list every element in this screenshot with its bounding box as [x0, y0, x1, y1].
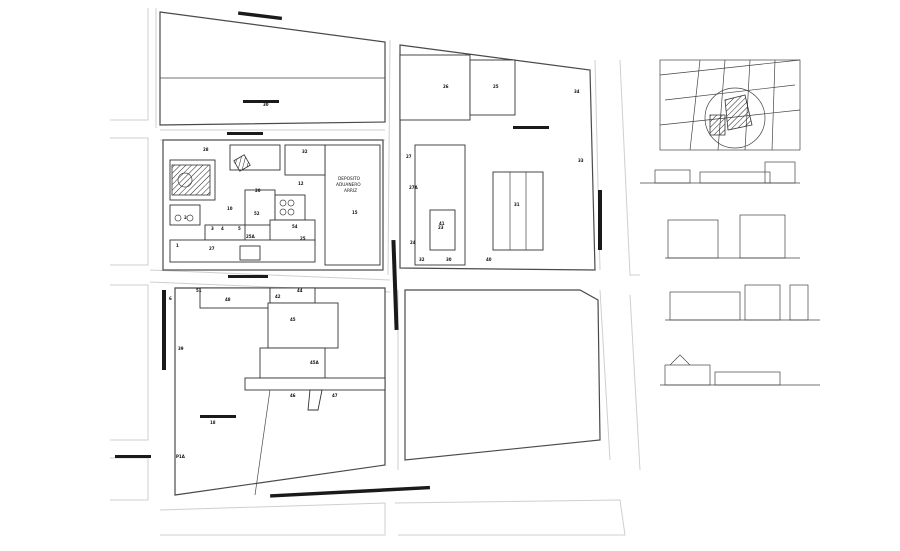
building-number: 54 [292, 224, 298, 229]
building-number: 32 [302, 149, 308, 154]
block-label: 18 [210, 420, 216, 425]
north-block: 30 [159, 11, 386, 126]
building-number: 52 [254, 211, 260, 216]
building-number: 46 [290, 393, 296, 398]
building-number: 30 [446, 257, 452, 262]
block-label: 30 [263, 102, 269, 107]
central-block: DEPOSITO ADUANERO ARRIZ [162, 132, 384, 278]
building-number: 12 [298, 181, 304, 186]
southeast-block [404, 289, 601, 461]
building-number: 31 [514, 202, 520, 207]
building-number: 26 [443, 84, 449, 89]
building-number: 25A [246, 234, 256, 239]
building-number: 51 [196, 288, 202, 293]
building-number: 2 [184, 215, 187, 220]
block-label: 39 [178, 346, 184, 351]
building-number: 1 [176, 243, 179, 248]
building-number: 34 [574, 89, 580, 94]
building-number: 10 [227, 206, 233, 211]
building-number: 45A [310, 360, 320, 365]
location-map [659, 59, 801, 151]
building-number: 15 [352, 210, 358, 215]
building-number: 47 [332, 393, 338, 398]
southwest-block: 18 39 P1A [115, 287, 431, 498]
building-number: 3 [211, 226, 214, 231]
building-number: 27 [406, 154, 412, 159]
building-number: 27 [209, 246, 215, 251]
elevation-drawings [640, 161, 820, 386]
building-number: 6 [169, 296, 172, 301]
building-number: 40 [486, 257, 492, 262]
building-number: 48 [225, 297, 231, 302]
building-number: 33 [578, 158, 584, 163]
block-label: P1A [176, 454, 186, 459]
building-number: 5 [238, 226, 241, 231]
building-number: 42 [275, 294, 281, 299]
building-number: 45 [290, 317, 296, 322]
building-number: 24 [410, 240, 416, 245]
building-number: 20 [255, 188, 261, 193]
building-number: 44 [297, 288, 303, 293]
northeast-block [391, 44, 602, 331]
building-number: 25 [493, 84, 499, 89]
building-number: 41 [439, 221, 445, 226]
depot-note-line: DEPOSITO [338, 176, 361, 182]
building-number: 32 [419, 257, 425, 262]
building-number: 25 [300, 236, 306, 241]
building-number: 28 [203, 147, 209, 152]
building-number: 27A [409, 185, 419, 190]
depot-note-line: ADUANERO [336, 182, 361, 188]
depot-note-line: ARRIZ [344, 188, 357, 194]
building-number: 23 [438, 225, 444, 230]
building-number: 4 [221, 226, 224, 231]
